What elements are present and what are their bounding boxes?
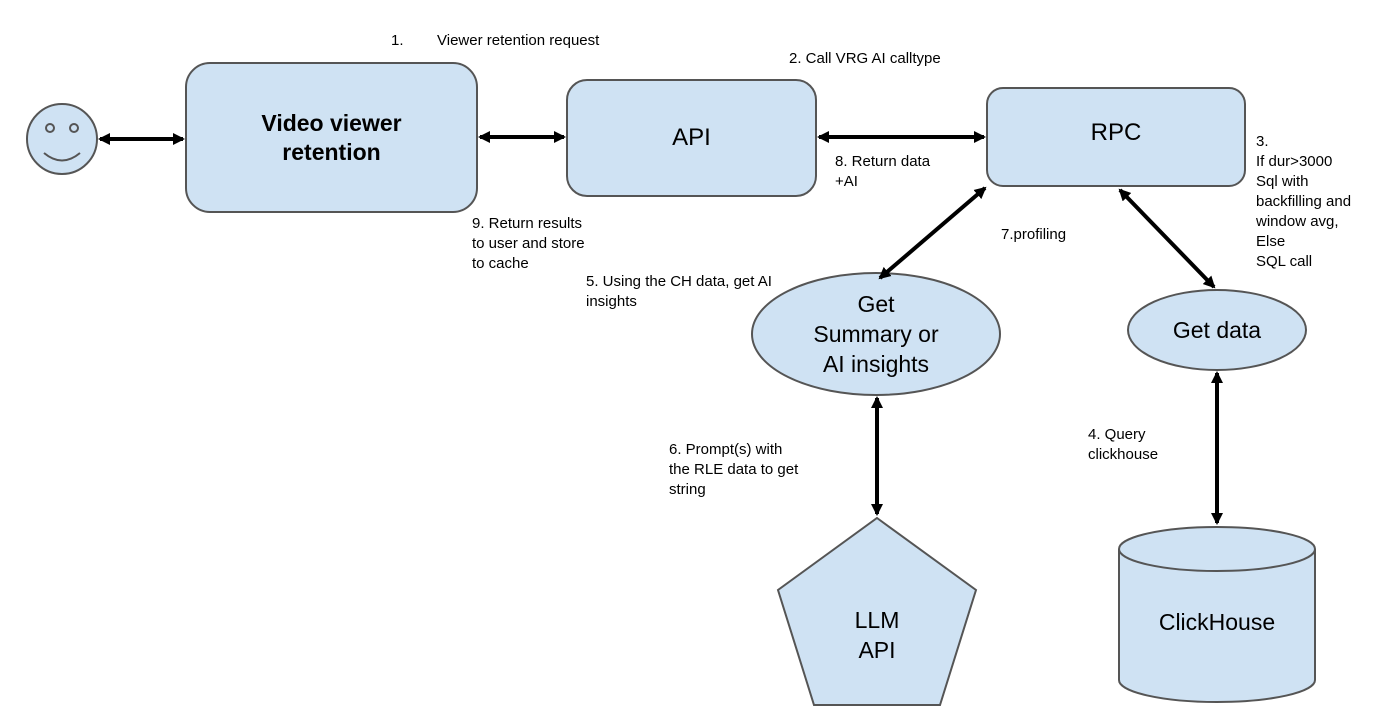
step-2-text: 2. Call VRG AI calltype: [789, 50, 941, 67]
arrow-rpc-to-get-summary: [878, 186, 987, 280]
step-3-line-2: If dur>3000: [1256, 153, 1333, 170]
step-2-label: 2. Call VRG AI calltype: [789, 49, 941, 69]
step-6-line-3: string: [669, 481, 706, 498]
step-3-line-6: Else: [1256, 233, 1286, 250]
vvr-line-2: retention: [282, 138, 381, 165]
get-summary-label: Get Summary or AI insights: [752, 273, 1000, 395]
step-3-line-5: window avg,: [1256, 213, 1339, 230]
get-summary-line-1: Get: [857, 291, 895, 317]
user-smiley-icon: [26, 103, 98, 175]
step-9-line-3: to cache: [472, 255, 529, 272]
get-data-text: Get data: [1172, 316, 1262, 343]
api-node: [566, 79, 817, 197]
api-label: API: [567, 80, 816, 196]
get-summary-node: [751, 272, 1001, 396]
step-6-line-2: the RLE data to get: [669, 461, 799, 478]
step-6-label: 6. Prompt(s) with the RLE data to get st…: [669, 440, 798, 500]
llm-api-line-1: LLM: [854, 607, 900, 633]
step-4-line-1: 4. Query: [1088, 426, 1146, 443]
clickhouse-node: [1118, 526, 1316, 703]
llm-api-label: LLM API: [778, 590, 976, 680]
rpc-node: [986, 87, 1246, 187]
get-summary-line-3: AI insights: [822, 351, 930, 377]
rpc-label: RPC: [987, 88, 1245, 186]
clickhouse-text: ClickHouse: [1158, 608, 1276, 635]
llm-api-node: [776, 516, 978, 706]
step-1-label-text: Viewer retention request: [437, 32, 600, 49]
step-5-line-1: 5. Using the CH data, get AI: [586, 273, 772, 290]
step-6-line-1: 6. Prompt(s) with: [669, 441, 783, 458]
step-9-line-2: to user and store: [472, 235, 585, 252]
step-4-label: 4. Query clickhouse: [1088, 425, 1158, 465]
step-3-line-3: Sql with: [1256, 173, 1309, 190]
step-9-label: 9. Return results to user and store to c…: [472, 214, 585, 274]
step-1-number-text: 1.: [391, 32, 404, 49]
step-3-label: 3. If dur>3000 Sql with backfilling and …: [1256, 132, 1351, 272]
step-3-line-4: backfilling and: [1256, 193, 1352, 210]
step-1-text: Viewer retention request: [437, 31, 599, 51]
step-7-text: 7.profiling: [1001, 226, 1067, 243]
get-data-label: Get data: [1128, 290, 1306, 370]
rpc-text: RPC: [1090, 119, 1142, 146]
vvr-line-1: Video viewer: [261, 109, 402, 136]
get-data-node: [1127, 289, 1307, 371]
step-5-line-2: insights: [586, 293, 637, 310]
llm-api-line-2: API: [858, 637, 896, 663]
step-8-line-2: +AI: [835, 173, 858, 190]
step-8-label: 8. Return data +AI: [835, 152, 930, 192]
get-summary-line-2: Summary or: [813, 321, 939, 347]
step-8-line-1: 8. Return data: [835, 153, 931, 170]
step-1-number: 1.: [391, 31, 404, 51]
api-text: API: [672, 124, 711, 151]
step-4-line-2: clickhouse: [1088, 446, 1159, 463]
step-7-label: 7.profiling: [1001, 225, 1066, 245]
step-5-label: 5. Using the CH data, get AI insights: [586, 272, 772, 312]
clickhouse-label: ClickHouse: [1119, 580, 1315, 664]
step-3-line-7: SQL call: [1256, 253, 1313, 270]
step-9-line-1: 9. Return results: [472, 215, 583, 232]
video-viewer-retention-node: [185, 62, 478, 213]
video-viewer-retention-label: Video viewer retention: [186, 63, 477, 212]
step-3-line-1: 3.: [1256, 133, 1269, 150]
arrow-rpc-to-get-data: [1118, 188, 1216, 289]
